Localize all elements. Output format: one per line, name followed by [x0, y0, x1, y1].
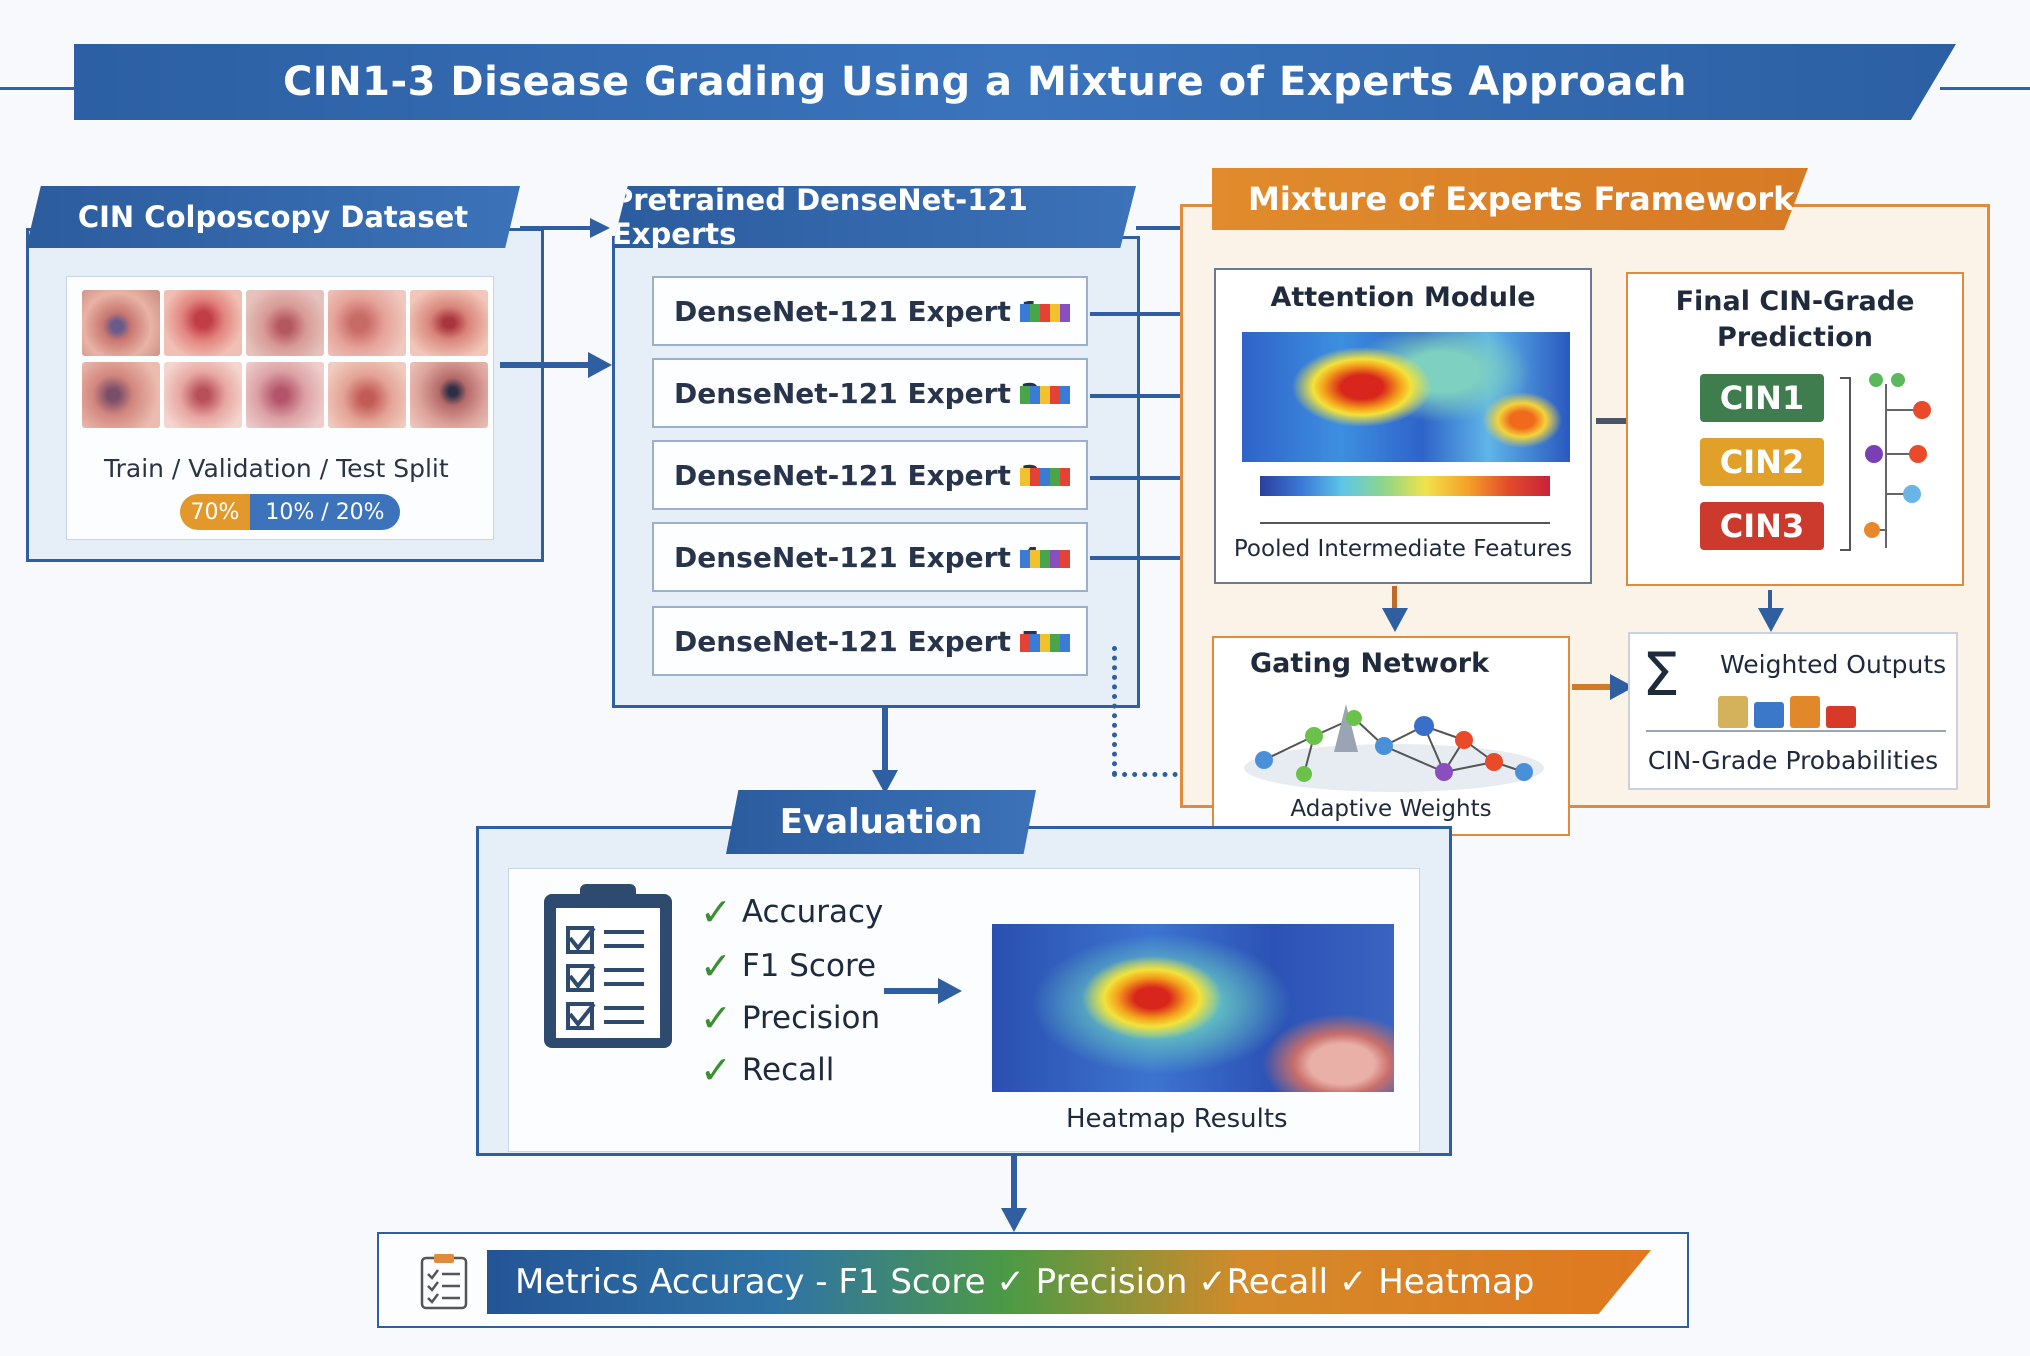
colposcopy-thumb: [164, 362, 242, 428]
dataset-tab: CIN Colposcopy Dataset: [26, 186, 520, 248]
sigma-icon: Σ: [1642, 640, 1680, 710]
dotted-connector-vertical: [1112, 646, 1117, 776]
expert-3: DenseNet-121 Expert 3: [652, 440, 1088, 510]
colorbar-axis: [1260, 522, 1550, 524]
check-icon: ✓: [700, 1048, 732, 1092]
decision-tree-icon: [1840, 373, 1931, 551]
attention-module-title: Attention Module: [1270, 282, 1536, 313]
heatmap-caption: Heatmap Results: [1066, 1104, 1288, 1134]
colposcopy-thumb: [246, 290, 324, 356]
clipboard-checklist-icon: [420, 1254, 468, 1310]
metric-accuracy: ✓ Accuracy: [700, 890, 884, 934]
arrow-attention-to-gating: [1382, 586, 1408, 632]
colposcopy-thumb: [410, 362, 488, 428]
output-bar: [1826, 706, 1856, 728]
split-val-test: 10% / 20%: [250, 494, 400, 530]
weighted-outputs-box: Σ Weighted Outputs CIN-Grade Probabiliti…: [1628, 632, 1958, 790]
expert-2: DenseNet-121 Expert 2: [652, 358, 1088, 428]
attention-caption: Pooled Intermediate Features: [1233, 536, 1573, 562]
metric-precision: ✓ Precision: [700, 996, 881, 1040]
arrow-experts-to-evaluation: [872, 708, 898, 794]
moe-tab: Mixture of Experts Framework: [1212, 168, 1808, 230]
metrics-summary-banner: Metrics Accuracy - F1 Score ✓ Precision …: [487, 1250, 1651, 1314]
arrow-evaluation-to-bottom: [1001, 1156, 1027, 1232]
arrow-dataset-to-experts-top: [520, 218, 610, 238]
check-icon: ✓: [700, 996, 732, 1040]
gating-network-box: Gating Network Adaptive Weights: [1212, 636, 1570, 836]
final-prediction-title-1: Final CIN-Grade: [1675, 286, 1915, 317]
metric-f1: ✓ F1 Score: [700, 944, 877, 988]
metric-recall: ✓ Recall: [700, 1048, 835, 1092]
grade-cin1: CIN1: [1700, 374, 1824, 422]
feature-map-icon: [1020, 550, 1070, 568]
final-prediction-box: Final CIN-Grade Prediction CIN1 CIN2 CIN…: [1626, 272, 1964, 586]
title-line-left: [0, 87, 80, 90]
check-icon: ✓: [700, 890, 732, 934]
feature-map-icon: [1020, 468, 1070, 486]
final-prediction-title-2: Prediction: [1717, 322, 1873, 353]
colposcopy-thumb: [82, 290, 160, 356]
grade-cin3: CIN3: [1700, 502, 1824, 550]
colposcopy-thumb: [328, 362, 406, 428]
gating-network-title: Gating Network: [1250, 648, 1490, 679]
colposcopy-thumb: [246, 362, 324, 428]
output-bar: [1718, 696, 1748, 728]
heatmap-icon: [992, 924, 1394, 1092]
arrow-metrics-to-heatmap: [884, 978, 962, 1004]
check-icon: ✓: [700, 944, 732, 988]
split-pill: 70% 10% / 20%: [180, 494, 400, 530]
colposcopy-thumb: [164, 290, 242, 356]
weighted-baseline: [1646, 730, 1946, 732]
page-title: CIN1-3 Disease Grading Using a Mixture o…: [282, 59, 1688, 105]
dotted-connector-horizontal: [1112, 772, 1208, 777]
colposcopy-thumb: [410, 290, 488, 356]
feature-map-icon: [1020, 304, 1070, 322]
expert-1: DenseNet-121 Expert 1: [652, 276, 1088, 346]
weighted-caption: CIN-Grade Probabilities: [1647, 746, 1939, 775]
evaluation-tab: Evaluation: [726, 790, 1036, 854]
colposcopy-thumb: [328, 290, 406, 356]
network-graph-icon: [1244, 704, 1544, 792]
attention-colorbar: [1260, 476, 1550, 496]
clipboard-checklist-icon: [544, 884, 672, 1048]
split-label: Train / Validation / Test Split: [104, 454, 449, 483]
arrow-dataset-to-experts: [500, 352, 612, 378]
output-bar: [1754, 702, 1784, 728]
attention-heatmap: [1242, 332, 1570, 462]
expert-5: DenseNet-121 Expert 5: [652, 606, 1088, 676]
title-banner: CIN1-3 Disease Grading Using a Mixture o…: [74, 44, 1956, 120]
weighted-outputs-title: Weighted Outputs: [1720, 650, 1947, 679]
feature-map-icon: [1020, 386, 1070, 404]
attention-module-box: Attention Module Pooled Intermediate Fea…: [1214, 268, 1592, 584]
split-train: 70%: [180, 494, 250, 530]
colposcopy-thumb: [82, 362, 160, 428]
title-line-right: [1940, 87, 2030, 90]
arrow-final-to-weighted: [1758, 590, 1784, 632]
arrow-gating-to-weighted: [1572, 674, 1634, 700]
grade-cin2: CIN2: [1700, 438, 1824, 486]
expert-4: DenseNet-121 Expert 4: [652, 522, 1088, 592]
gating-caption: Adaptive Weights: [1290, 796, 1492, 822]
experts-tab: Pretrained DenseNet-121 Experts: [612, 186, 1136, 248]
output-bar: [1790, 696, 1820, 728]
feature-map-icon: [1020, 634, 1070, 652]
